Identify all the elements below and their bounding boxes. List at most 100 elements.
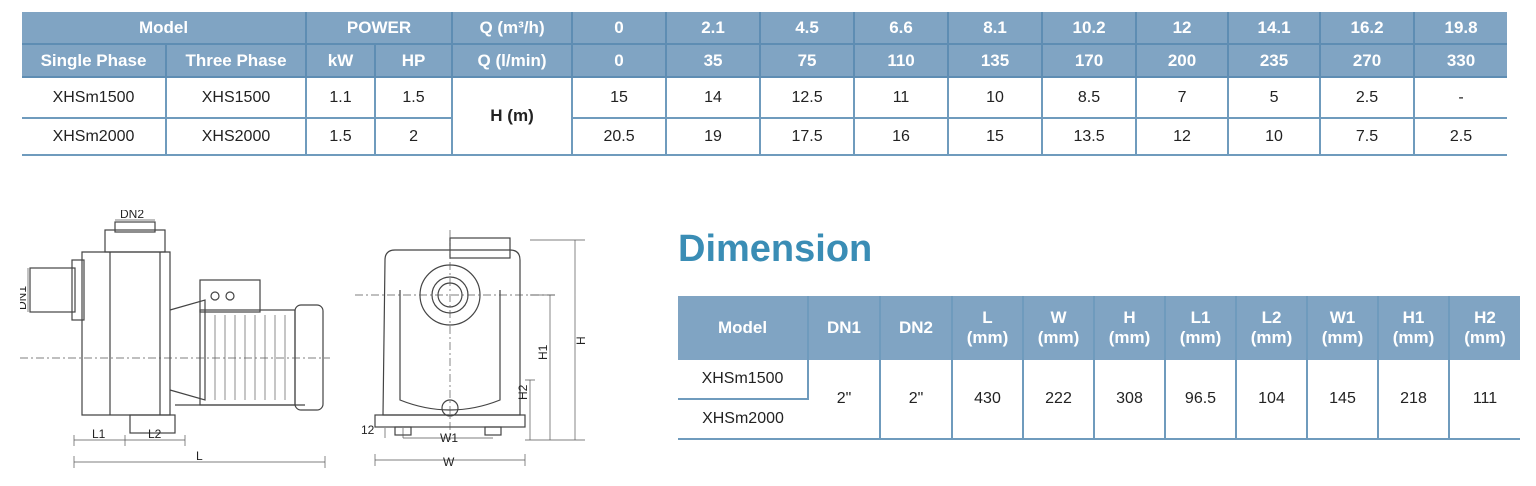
header-unit: (mm) [1037,328,1080,347]
l1-label: L1 [92,427,106,441]
hp-header: HP [375,44,454,78]
h-label: H [574,336,588,345]
dimension-value: 2" [880,360,953,440]
flow-lmin-header: 35 [666,44,762,78]
header-label: H [1123,308,1136,327]
kw-header: kW [306,44,377,78]
head-value: 12 [1136,118,1230,156]
dimension-12-label: 12 [361,423,375,437]
header-label: H2 [1474,308,1496,327]
dimension-header-l: L(mm) [952,296,1024,360]
power-header: POWER [306,12,454,45]
head-value: - [1414,77,1508,119]
head-value: 15 [948,118,1044,156]
flow-m3h-header: 12 [1136,12,1230,45]
l-label: L [196,449,203,463]
dimension-header-dn1: DN1 [808,296,881,360]
dimension-value: 308 [1094,360,1166,440]
header-label: L2 [1261,308,1282,327]
dimension-header-l2: L2(mm) [1236,296,1308,360]
model-cell: XHSm2000 [678,399,808,440]
head-value: 10 [948,77,1044,119]
header-unit: (mm) [1321,328,1364,347]
header-unit: (mm) [1108,328,1151,347]
l2-label: L2 [148,427,162,441]
header-label: DN1 [826,318,861,337]
header-label: L [982,308,993,327]
model-header: Model [22,12,308,45]
three-phase-model: XHS1500 [166,77,308,119]
flow-m3h-header: 10.2 [1042,12,1138,45]
kw-value: 1.1 [306,77,377,119]
dimension-value: 96.5 [1165,360,1237,440]
dimension-header-model: Model [678,296,809,360]
dimension-value: 218 [1378,360,1450,440]
flow-m3h-header: 8.1 [948,12,1044,45]
header-row-2: Single Phase Three Phase kW HP Q (l/min)… [22,44,1508,78]
q-m3h-header: Q (m³/h) [452,12,574,45]
hp-value: 1.5 [375,77,454,119]
dimension-header-h: H(mm) [1094,296,1166,360]
pump-side-view-drawing: DN2 DN1 L1 L2 L [20,210,330,468]
h1-label: H1 [536,344,550,360]
header-label: Model [717,318,768,337]
header-unit: (mm) [1250,328,1293,347]
table-row: XHSm2000 [678,399,1520,440]
head-value: 20.5 [572,118,668,156]
dimension-header-w1: W1(mm) [1307,296,1379,360]
head-value: 2.5 [1414,118,1508,156]
dimension-header-h2: H2(mm) [1449,296,1520,360]
three-phase-model: XHS2000 [166,118,308,156]
flow-lmin-header: 270 [1320,44,1416,78]
header-label: H1 [1402,308,1425,327]
w1-label: W1 [440,431,458,445]
head-value: 13.5 [1042,118,1138,156]
dimension-value: 111 [1449,360,1520,440]
flow-m3h-header: 6.6 [854,12,950,45]
dimension-title: Dimension [678,228,873,270]
hp-value: 2 [375,118,454,156]
head-value: 7.5 [1320,118,1416,156]
dimension-header-l1: L1(mm) [1165,296,1237,360]
kw-value: 1.5 [306,118,377,156]
head-value: 15 [572,77,668,119]
pump-front-view-drawing: H H1 H2 W1 W 12 [355,230,588,469]
flow-lmin-header: 170 [1042,44,1138,78]
head-value: 7 [1136,77,1230,119]
dimension-header-dn2: DN2 [880,296,953,360]
flow-lmin-header: 0 [572,44,668,78]
header-unit: (mm) [1464,328,1506,347]
model-cell: XHSm1500 [678,360,809,400]
head-value: 11 [854,77,950,119]
head-value: 16 [854,118,950,156]
head-value: 8.5 [1042,77,1138,119]
w-label: W [443,455,455,469]
header-label: L1 [1190,308,1211,327]
three-phase-header: Three Phase [166,44,308,78]
header-unit: (mm) [1392,328,1435,347]
head-value: 19 [666,118,762,156]
head-value: 2.5 [1320,77,1416,119]
dimension-value: 222 [1023,360,1095,440]
flow-m3h-header: 14.1 [1228,12,1322,45]
head-value: 17.5 [760,118,856,156]
header-label: W1 [1329,308,1356,327]
flow-m3h-header: 19.8 [1414,12,1508,45]
dimension-header-h1: H1(mm) [1378,296,1450,360]
flow-lmin-header: 110 [854,44,950,78]
h2-label: H2 [516,384,530,400]
head-value: 5 [1228,77,1322,119]
head-label: H (m) [452,77,574,156]
dimension-value: 104 [1236,360,1308,440]
q-lmin-header: Q (l/min) [452,44,574,78]
dn2-label: DN2 [120,210,144,221]
header-unit: (mm) [1179,328,1222,347]
header-label: W [1050,308,1067,327]
flow-lmin-header: 135 [948,44,1044,78]
